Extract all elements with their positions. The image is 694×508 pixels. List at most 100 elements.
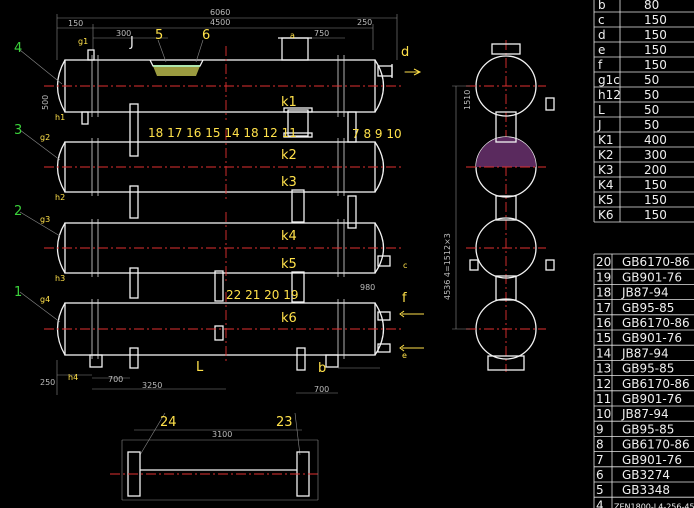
parts-table-number: 4 [596,498,604,508]
dim-250b: 250 [40,378,55,387]
nozzle-h2: h2 [55,193,65,202]
nozzle-table-mark: K4 [598,178,614,192]
parts-table-number: 12 [596,377,611,391]
nozzle-table-mark: J [597,118,602,132]
parts-table-standard: GB95-85 [622,422,674,436]
nozzle-g4: g4 [40,295,50,304]
nozzle-h4: h4 [68,373,78,382]
dim-250: 250 [357,18,372,27]
nozzle-table-size: 50 [644,118,659,132]
detail-view [110,429,319,501]
nozzle-table-mark: d [598,28,606,42]
nozzle-table-mark: f [598,58,603,72]
parts-table-number: 19 [596,270,611,284]
parts-table-standard: GB6170-86 [622,255,690,269]
parts-table-standard: GB901-76 [622,392,682,406]
nozzle-g1: g1 [78,37,88,46]
nozzle-g3: g3 [40,215,50,224]
callout-group-top: 18 17 16 15 14 18 12 11 [148,126,297,140]
nozzle-table-mark: e [598,43,605,57]
nozzle-table-size: 50 [644,88,659,102]
nozzle-table-mark: c [598,13,605,27]
parts-table-standard: GB95-85 [622,301,674,315]
parts-table-standard: GB3274 [622,468,670,482]
parts-table-number: 11 [596,392,611,406]
parts-table-number: 13 [596,362,611,376]
parts-table-number: 20 [596,255,611,269]
parts-table-standard: JB87-94 [621,286,669,300]
side-view [452,40,555,372]
nozzle-table-size: 150 [644,208,667,222]
nozzle-table-mark: L [598,103,605,117]
top-dimensions [56,14,398,60]
callout-group-right: 7 8 9 10 [352,127,402,141]
nozzle-e: e [402,351,407,360]
shell-2 [44,130,402,200]
parts-table-standard: GB6170-86 [622,377,690,391]
parts-table-standard: GB95-85 [622,362,674,376]
nozzle-table-mark: K2 [598,148,614,162]
nozzle-table-size: 300 [644,148,667,162]
dim-500: 500 [41,95,50,110]
parts-table-number: 8 [596,438,604,452]
dim-300: 300 [116,29,131,38]
nozzle-k2: k2 [281,148,297,163]
parts-table-number: 16 [596,316,611,330]
nozzle-h1: h1 [55,113,65,122]
nozzle-table-size: 50 [644,73,659,87]
dim-150: 150 [68,19,83,28]
parts-table-standard: GB6170-86 [622,438,690,452]
parts-table-standard: JB87-94 [621,346,669,360]
parts-table-number: 15 [596,331,611,345]
nozzle-g2: g2 [40,133,50,142]
parts-table-number: 6 [596,468,604,482]
dim-3100: 3100 [212,430,232,439]
nozzle-c: c [403,261,407,270]
callout-24: 24 [160,415,177,430]
nozzle-table-mark: K6 [598,208,614,222]
dim-750: 750 [314,29,329,38]
dim-6060: 6060 [210,8,230,17]
nozzle-k5: k5 [281,257,297,272]
dim-700b: 700 [314,385,329,394]
shell-3 [44,212,402,282]
nozzle-table-mark: K3 [598,163,614,177]
callout-group-bottom: 22 21 20 19 [226,288,299,302]
nozzle-table-size: 400 [644,133,667,147]
callout-1: 1 [14,285,22,300]
callout-J: J [129,35,134,50]
callout-5: 5 [155,28,163,43]
nozzle-f: f [402,291,407,306]
nozzle-table-mark: K5 [598,193,614,207]
nozzle-d: d [401,45,409,60]
nozzle-table-size: 150 [644,13,667,27]
callout-3: 3 [14,123,22,138]
parts-table-number: 14 [596,346,611,360]
nozzle-table-size: 150 [644,28,667,42]
nozzle-k6: k6 [281,311,297,326]
parts-table-number: 18 [596,286,611,300]
parts-table-standard: ZEN1800-L4-256-45/25- [614,502,694,508]
parts-table-standard: GB3348 [622,483,670,497]
parts-table-number: 9 [596,422,604,436]
nozzle-table-size: 150 [644,43,667,57]
dim-980: 980 [360,283,375,292]
dim-4500: 4500 [210,18,230,27]
dim-3250: 3250 [142,381,162,390]
nozzle-h3: h3 [55,274,65,283]
nozzle-b: b [318,361,326,376]
parts-table-standard: GB901-76 [622,331,682,345]
parts-table-number: 7 [596,453,604,467]
nozzle-table-size: 200 [644,163,667,177]
parts-table-standard: GB901-76 [622,453,682,467]
nozzle-k1: k1 [281,95,297,110]
nozzle-table-mark: K1 [598,133,614,147]
bottom-dimensions [56,360,380,395]
parts-table-number: 17 [596,301,611,315]
dim-4536: 4536 4=1512×3 [443,233,452,300]
nozzle-table-mark: h12 [598,88,621,102]
parts-table-standard: JB87-94 [621,407,669,421]
